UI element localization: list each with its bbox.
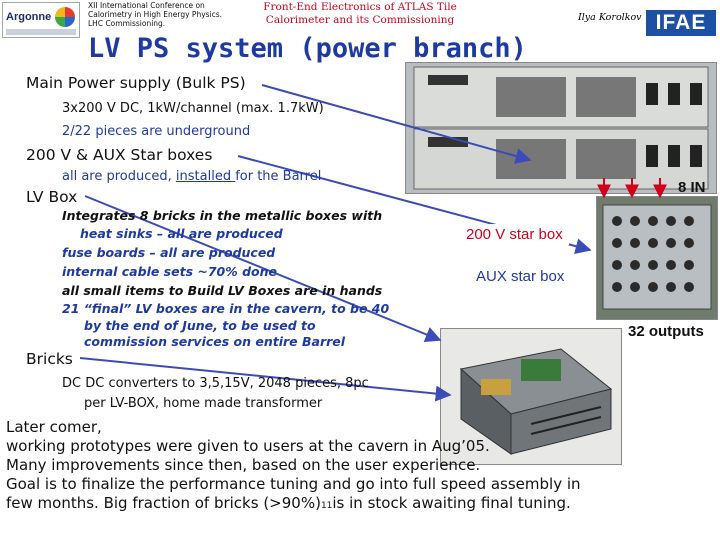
star-box-photo [596,196,718,320]
main-ps-status: 2/22 pieces are underground [62,124,251,139]
star-boxes-status-b: installed [175,169,236,184]
main-ps-spec: 3x200 V DC, 1kW/channel (max. 1.7kW) [62,101,324,116]
argonne-logo: Argonne [2,2,80,38]
bricks-line-2: per LV-BOX, home made transformer [84,396,323,411]
label-8-in: 8 IN [678,179,706,196]
label-aux-star-box: AUX star box [470,266,571,287]
conference-name: XII International Conference on Calorime… [88,1,223,28]
footer-line-5: few months. Big fraction of bricks (>90%… [6,494,571,516]
lv-box-photo [440,328,622,465]
footer-line-2: working prototypes were given to users a… [6,437,490,455]
label-32-outputs: 32 outputs [628,323,704,340]
lv-box-item-4: internal cable sets ~70% done [62,264,278,279]
lv-box-item-2: heat sinks – all are produced [80,226,283,241]
argonne-logo-mark-icon [55,7,75,27]
star-boxes-status: all are produced, installed for the Barr… [62,169,321,184]
footer-line-5-b: is in stock awaiting final tuning. [332,494,571,512]
lv-box-item-1: Integrates 8 bricks in the metallic boxe… [62,208,383,223]
argonne-logo-bar [6,29,76,35]
main-ps-heading: Main Power supply (Bulk PS) [26,74,246,92]
author-name: Ilya Korolkov [578,12,642,23]
page-number: 11 [320,501,333,511]
lv-box-item-5: all small items to Build LV Boxes are in… [62,283,383,298]
talk-title: Front-End Electronics of ATLAS Tile Calo… [263,1,457,26]
lv-box-heading: LV Box [26,188,78,206]
lv-box-item-8: commission services on entire Barrel [84,334,346,349]
star-boxes-status-c: for the Barrel [235,169,322,184]
lv-box-item-6: 21 “final” LV boxes are in the cavern, t… [62,301,390,316]
argonne-logo-text: Argonne [6,11,52,23]
lv-box-item-3: fuse boards – all are produced [62,245,276,260]
footer-line-1: Later comer, [6,418,102,436]
lv-box-item-7: by the end of June, to be used to [84,318,316,333]
footer-line-5-a: few months. Big fraction of bricks (>90%… [6,494,321,512]
label-200v-star-box: 200 V star box [460,224,569,245]
footer-line-3: Many improvements since then, based on t… [6,456,481,474]
bulk-ps-photo [405,62,717,194]
star-boxes-status-a: all are produced, [62,169,176,184]
ifae-logo: IFAE [646,10,716,36]
footer-line-4: Goal is to finalize the performance tuni… [6,475,581,493]
bricks-heading: Bricks [26,350,73,368]
slide-title: LV PS system (power branch) [88,33,527,64]
bricks-line-1: DC DC converters to 3,5,15V, 2048 pieces… [62,376,369,391]
star-boxes-heading: 200 V & AUX Star boxes [26,146,213,164]
